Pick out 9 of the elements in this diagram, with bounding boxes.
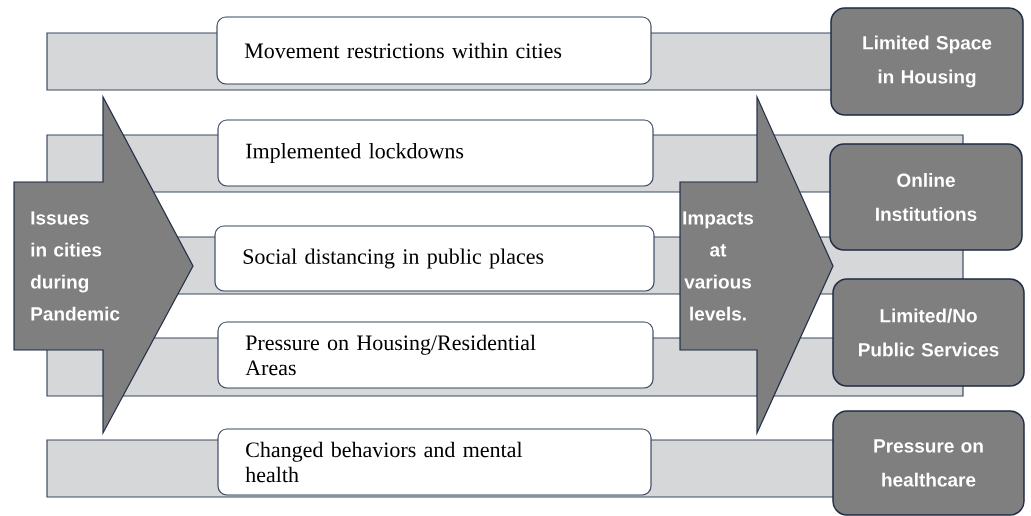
result-box: Limited/No Public Services [832,278,1025,387]
result-box: Limited Space in Housing [830,7,1024,116]
result-box: Online Institutions [829,143,1023,251]
result-box: Pressure on healthcare [832,410,1025,516]
text-box: Changed behaviors and mental health [217,428,652,496]
text-box: Pressure on Housing/Residential Areas [217,321,654,389]
text-box: Movement restrictions within cities [216,16,652,85]
text-box: Social distancing in public places [214,225,655,292]
text-box: Implemented lockdowns [217,119,654,187]
